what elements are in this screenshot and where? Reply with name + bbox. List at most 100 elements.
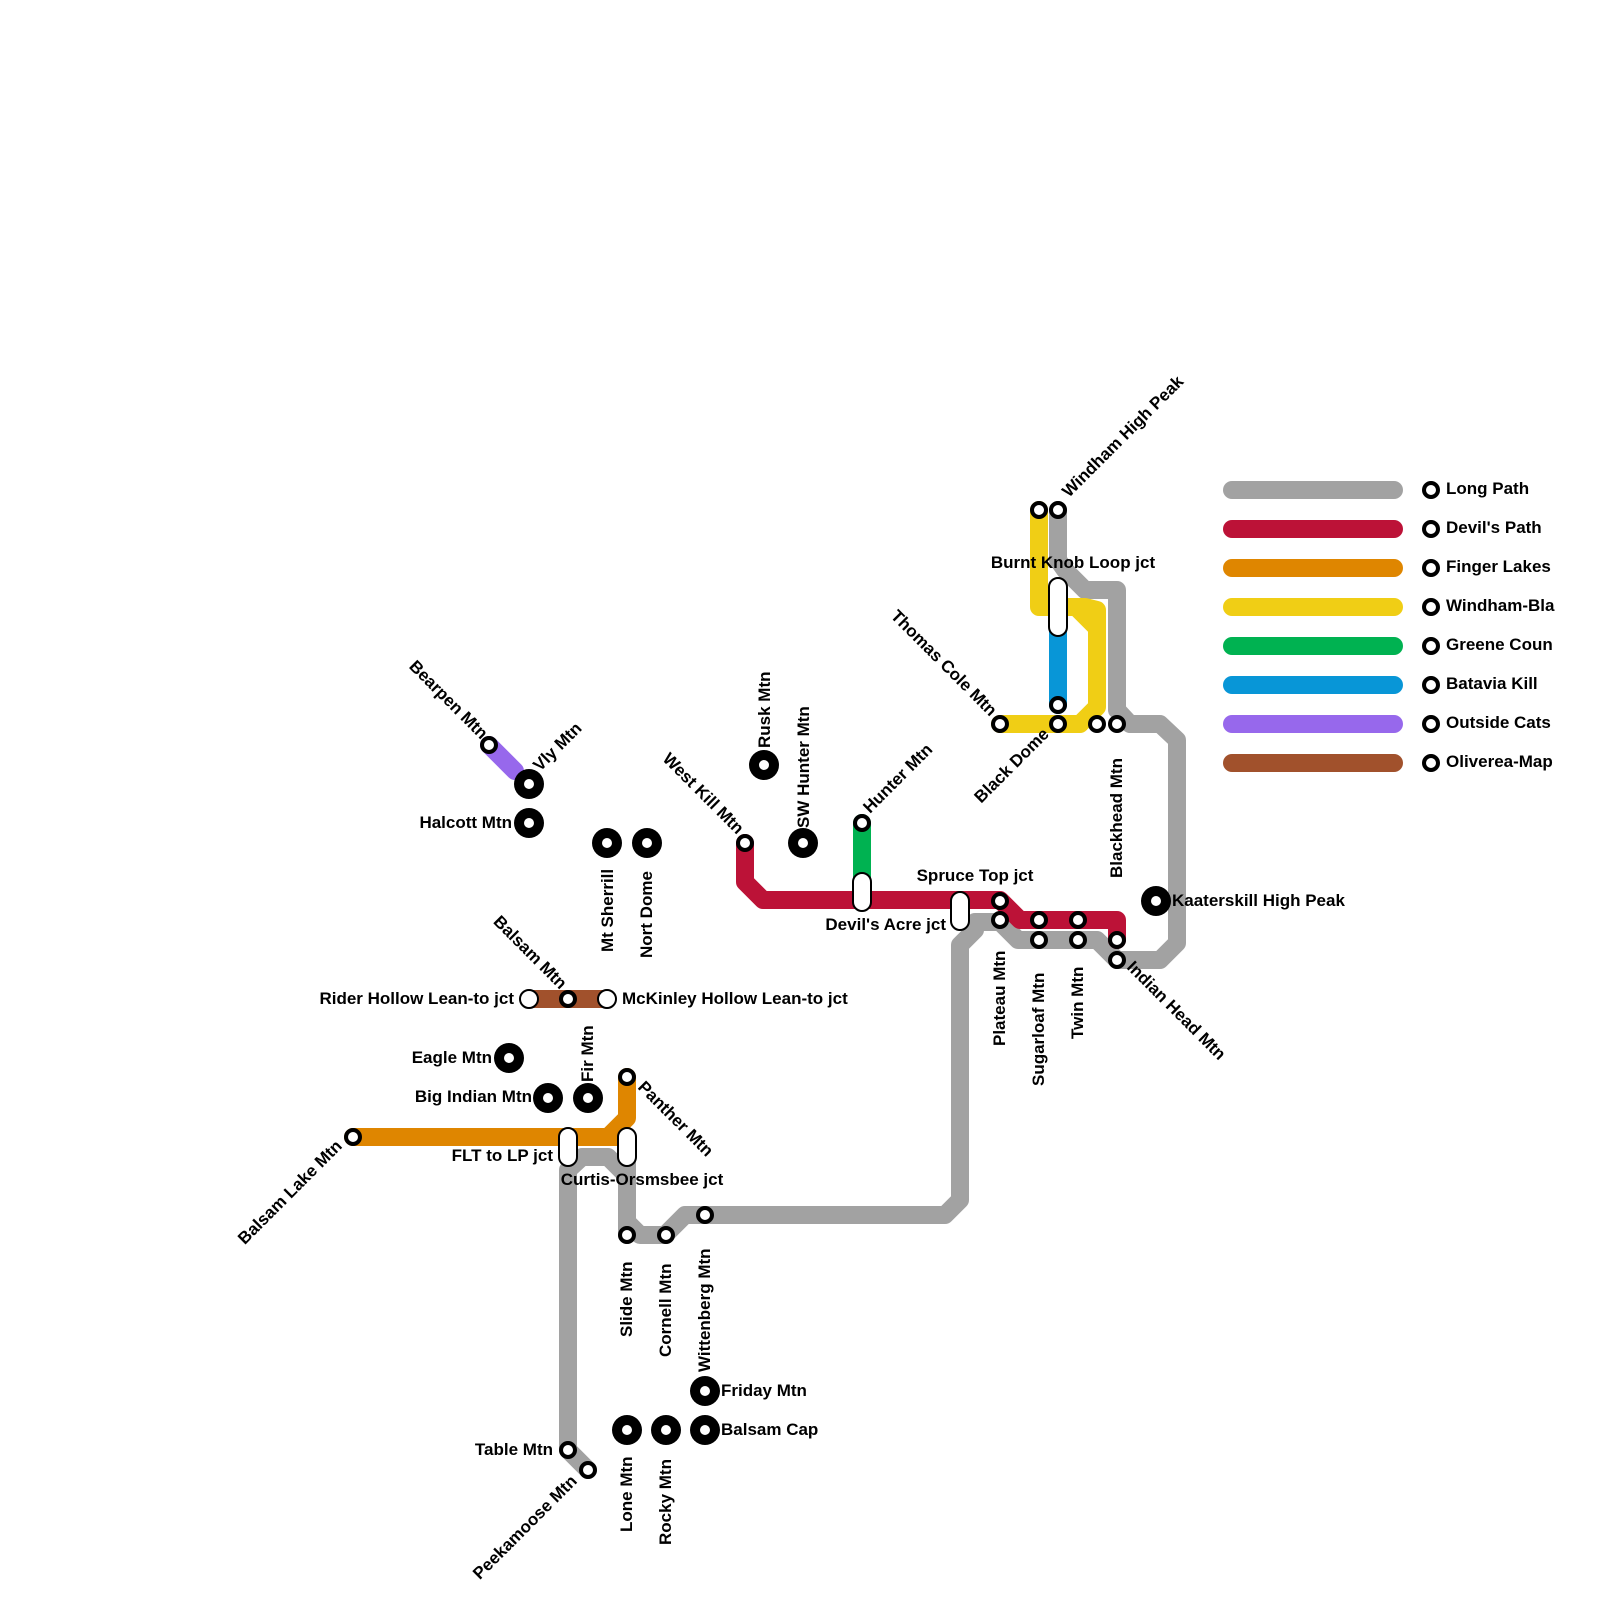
- legend-item-batavia[interactable]: Batavia Kill: [1223, 674, 1538, 694]
- station-wittenberg-mtn[interactable]: [696, 1206, 714, 1224]
- label-west-kill-mtn: West Kill Mtn: [659, 749, 748, 838]
- station-blackhead-mtn[interactable]: [1108, 715, 1126, 733]
- station-black-dome[interactable]: [1049, 696, 1067, 714]
- label-balsam-cap: Balsam Cap: [721, 1420, 818, 1439]
- label-rusk-mtn: Rusk Mtn: [755, 672, 774, 749]
- station-center-dot: [524, 818, 534, 828]
- legend-station-icon: [1422, 754, 1440, 772]
- junction-devil-s-acre-jct[interactable]: [852, 872, 872, 912]
- label-blackhead-mtn: Blackhead Mtn: [1107, 758, 1126, 878]
- station-windham-high-peak[interactable]: [1049, 501, 1067, 519]
- station-mckinley-hollow-lean-to-jct[interactable]: [597, 989, 617, 1009]
- label-halcott-mtn: Halcott Mtn: [419, 813, 512, 832]
- junction-burnt-knob-loop-jct[interactable]: [1048, 577, 1068, 637]
- legend-label: Outside Cats: [1446, 713, 1551, 732]
- legend-item-oliverea[interactable]: Oliverea-Map: [1223, 752, 1553, 772]
- label-kaaterskill-high-peak: Kaaterskill High Peak: [1172, 891, 1345, 910]
- station-thomas-cole-mtn[interactable]: [991, 715, 1009, 733]
- label-slide-mtn: Slide Mtn: [617, 1261, 636, 1337]
- legend-label: Oliverea-Map: [1446, 752, 1553, 771]
- junction-flt-to-lp-jct[interactable]: [558, 1127, 578, 1167]
- station-peekamoose-mtn[interactable]: [579, 1461, 597, 1479]
- station-indian-head-mtn[interactable]: [1108, 951, 1126, 969]
- legend-item-long-path[interactable]: Long Path: [1223, 479, 1529, 499]
- label-table-mtn: Table Mtn: [475, 1440, 553, 1459]
- label-big-indian-mtn: Big Indian Mtn: [415, 1087, 532, 1106]
- station-cornell-mtn[interactable]: [657, 1226, 675, 1244]
- legend-item-devils-path[interactable]: Devil's Path: [1223, 518, 1542, 538]
- junction-spruce-top-jct[interactable]: [950, 891, 970, 931]
- label-rocky-mtn: Rocky Mtn: [656, 1459, 675, 1545]
- label-burnt-knob-loop-jct: Burnt Knob Loop jct: [991, 553, 1156, 572]
- legend-item-outside[interactable]: Outside Cats: [1223, 713, 1551, 733]
- station-hunter-mtn[interactable]: [853, 814, 871, 832]
- station-twin-mtn[interactable]: [1069, 911, 1087, 929]
- legend-label: Long Path: [1446, 479, 1529, 498]
- junction-curtis-orsmsbee-jct[interactable]: [617, 1127, 637, 1167]
- station-windham-high-peak[interactable]: [1030, 501, 1048, 519]
- legend-station-icon: [1422, 481, 1440, 499]
- station-plateau-mtn[interactable]: [991, 911, 1009, 929]
- label-panther-mtn: Panther Mtn: [634, 1077, 717, 1160]
- label-balsam-lake-mtn: Balsam Lake Mtn: [234, 1136, 346, 1248]
- station-plateau-mtn[interactable]: [991, 892, 1009, 910]
- station-center-dot: [700, 1386, 710, 1396]
- label-black-dome: Black Dome: [971, 724, 1053, 806]
- label-eagle-mtn: Eagle Mtn: [412, 1048, 492, 1067]
- label-balsam-mtn: Balsam Mtn: [490, 912, 571, 993]
- station-balsam-mtn[interactable]: [559, 990, 577, 1008]
- legend-item-greene[interactable]: Greene Coun: [1223, 635, 1553, 655]
- label-mt-sherrill: Mt Sherrill: [598, 869, 617, 952]
- label-lone-mtn: Lone Mtn: [617, 1456, 636, 1532]
- label-spruce-top-jct: Spruce Top jct: [917, 866, 1034, 885]
- station-sugarloaf-mtn[interactable]: [1030, 931, 1048, 949]
- station-west-kill-mtn[interactable]: [736, 834, 754, 852]
- station-center-dot: [583, 1093, 593, 1103]
- label-mckinley-hollow-lean-to-jct: McKinley Hollow Lean-to jct: [622, 989, 848, 1008]
- station-blackhead-mtn[interactable]: [1088, 715, 1106, 733]
- station-center-dot: [622, 1425, 632, 1435]
- legend-station-icon: [1422, 715, 1440, 733]
- label-plateau-mtn: Plateau Mtn: [990, 951, 1009, 1046]
- finger-lakes-line: [344, 1068, 636, 1146]
- label-rider-hollow-lean-to-jct: Rider Hollow Lean-to jct: [319, 989, 514, 1008]
- station-center-dot: [798, 838, 808, 848]
- station-center-dot: [543, 1093, 553, 1103]
- legend-item-finger-lakes[interactable]: Finger Lakes: [1223, 557, 1551, 577]
- station-black-dome[interactable]: [1049, 715, 1067, 733]
- label-sugarloaf-mtn: Sugarloaf Mtn: [1029, 973, 1048, 1086]
- label-twin-mtn: Twin Mtn: [1068, 967, 1087, 1039]
- label-hunter-mtn: Hunter Mtn: [859, 740, 936, 817]
- label-wittenberg-mtn: Wittenberg Mtn: [695, 1248, 714, 1372]
- station-center-dot: [1151, 896, 1161, 906]
- station-rider-hollow-lean-to-jct[interactable]: [519, 989, 539, 1009]
- station-bearpen-mtn[interactable]: [480, 736, 498, 754]
- station-indian-head-mtn[interactable]: [1108, 931, 1126, 949]
- station-center-dot: [504, 1053, 514, 1063]
- legend-item-windham[interactable]: Windham-Bla: [1223, 596, 1555, 616]
- station-table-mtn[interactable]: [559, 1441, 577, 1459]
- label-indian-head-mtn: Indian Head Mtn: [1123, 957, 1229, 1063]
- station-twin-mtn[interactable]: [1069, 931, 1087, 949]
- label-thomas-cole-mtn: Thomas Cole Mtn: [887, 606, 1001, 720]
- legend-label: Batavia Kill: [1446, 674, 1538, 693]
- station-center-dot: [642, 838, 652, 848]
- station-sugarloaf-mtn[interactable]: [1030, 911, 1048, 929]
- label-sw-hunter-mtn: SW Hunter Mtn: [794, 706, 813, 828]
- stations: [344, 501, 1171, 1479]
- legend-station-icon: [1422, 676, 1440, 694]
- station-center-dot: [700, 1425, 710, 1435]
- station-balsam-lake-mtn[interactable]: [344, 1128, 362, 1146]
- station-center-dot: [602, 838, 612, 848]
- label-cornell-mtn: Cornell Mtn: [656, 1264, 675, 1358]
- legend-label: Finger Lakes: [1446, 557, 1551, 576]
- legend-station-icon: [1422, 637, 1440, 655]
- station-center-dot: [759, 760, 769, 770]
- legend-label: Greene Coun: [1446, 635, 1553, 654]
- station-slide-mtn[interactable]: [618, 1226, 636, 1244]
- station-panther-mtn[interactable]: [618, 1068, 636, 1086]
- label-vly-mtn: Vly Mtn: [529, 719, 585, 775]
